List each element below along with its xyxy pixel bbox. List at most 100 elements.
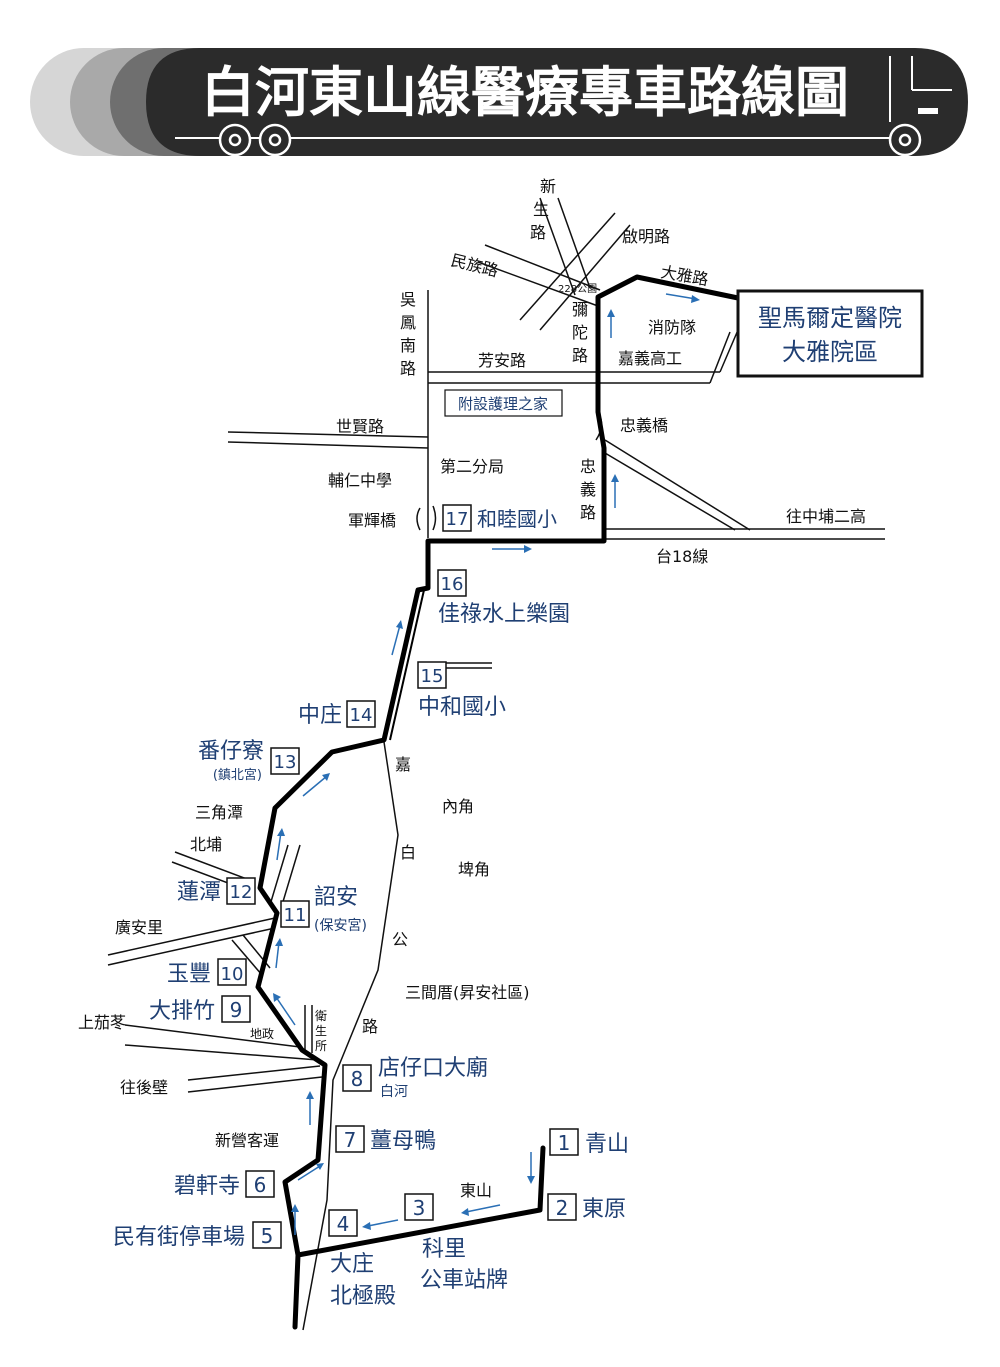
stop-subname: 白河 bbox=[380, 1084, 408, 1100]
road-wufeng-3: 南 bbox=[400, 336, 416, 355]
stop-number: 13 bbox=[274, 752, 297, 773]
stop-name: 中庄 bbox=[298, 703, 342, 728]
road-wufeng-2: 鳳 bbox=[400, 313, 416, 332]
arrow-icon bbox=[276, 828, 285, 861]
place-sanjiancuo: 三間厝(昇安社區) bbox=[405, 983, 530, 1002]
stop-13: 13 番仔寮 (鎮北宮) bbox=[198, 739, 300, 783]
road-mituo-2: 陀 bbox=[572, 323, 588, 342]
stop-number: 7 bbox=[344, 1128, 357, 1152]
to-zhongpu: 往中埔二高 bbox=[786, 507, 866, 526]
road-mituo-1: 彌 bbox=[572, 300, 588, 319]
road-tai18: 台18線 bbox=[656, 547, 708, 566]
stop-name: 東原 bbox=[582, 1197, 626, 1222]
stop-8: 8 店仔口大廟 白河 bbox=[342, 1056, 488, 1100]
stop-number: 1 bbox=[558, 1131, 571, 1155]
road-minzu: 民族路 bbox=[449, 250, 500, 280]
direction-arrows bbox=[273, 293, 700, 1235]
stop-3: 3 bbox=[404, 1193, 434, 1221]
arrow-icon bbox=[297, 1163, 324, 1181]
stop-number: 4 bbox=[337, 1212, 350, 1236]
road-xinsheng-2: 生 bbox=[533, 200, 549, 219]
stop-number: 9 bbox=[230, 998, 243, 1022]
road-wufeng-4: 路 bbox=[400, 359, 416, 378]
stop-12: 12 蓮潭 bbox=[177, 877, 256, 905]
stop-1: 1 青山 bbox=[549, 1128, 629, 1157]
to-houbi: 往後壁 bbox=[120, 1078, 168, 1097]
beijidian-label: 北極殿 bbox=[330, 1284, 396, 1309]
stop-name: 番仔寮 bbox=[198, 739, 264, 764]
place-bijiao: 埤角 bbox=[458, 860, 490, 879]
dazhuang-label: 大庄 bbox=[330, 1252, 374, 1277]
health-station-1: 衛 bbox=[315, 1009, 327, 1023]
stop-number: 11 bbox=[284, 905, 307, 926]
stop-2: 2 東原 bbox=[547, 1193, 626, 1222]
stop-number: 12 bbox=[230, 882, 253, 903]
stop-10: 10 玉豐 bbox=[167, 958, 247, 987]
arrow-icon bbox=[665, 293, 700, 303]
arrow-icon bbox=[273, 993, 296, 1026]
road-qiming: 啟明路 bbox=[622, 227, 670, 246]
road-wufeng-1: 吳 bbox=[400, 290, 416, 309]
road-xinsheng-1: 新 bbox=[540, 177, 556, 196]
zhongyi-bridge: 忠義橋 bbox=[620, 416, 668, 435]
title-banner: 白河東山線醫療專車路線圖 bbox=[30, 48, 968, 157]
place-sanjiaotan: 三角潭 bbox=[195, 803, 243, 822]
park-228: 228公園 bbox=[558, 283, 597, 295]
stop-number: 6 bbox=[254, 1173, 267, 1197]
wheel-icon bbox=[888, 123, 922, 157]
stop-17: 17 和睦國小 bbox=[442, 504, 557, 532]
nursing-home-label: 附設護理之家 bbox=[458, 395, 548, 413]
road-zhongyi-3: 路 bbox=[580, 503, 596, 522]
jiayi-vocational: 嘉義高工 bbox=[618, 349, 682, 368]
arrow-icon bbox=[291, 1204, 299, 1235]
stop-number: 14 bbox=[350, 705, 373, 726]
road-jiabai-4: 路 bbox=[362, 1017, 378, 1036]
road-jiabai-3: 公 bbox=[392, 930, 408, 949]
arrow-icon bbox=[527, 1152, 535, 1184]
health-station-2: 生 bbox=[315, 1024, 327, 1038]
second-branch: 第二分局 bbox=[440, 457, 504, 476]
extra-stop-labels: 科里 公車站牌 大庄 北極殿 bbox=[330, 1237, 508, 1309]
place-shangjialao: 上茄苳 bbox=[78, 1013, 126, 1032]
stop-number: 5 bbox=[261, 1224, 274, 1248]
stop-11: 11 詔安 (保安宮) bbox=[280, 885, 367, 934]
place-dongshan: 東山 bbox=[460, 1181, 492, 1200]
banner-body bbox=[146, 48, 968, 156]
stop-number: 15 bbox=[421, 666, 444, 687]
stop-name: 中和國小 bbox=[418, 695, 506, 720]
stop-6: 6 碧軒寺 bbox=[174, 1170, 275, 1199]
bus-route bbox=[255, 274, 741, 1330]
arrow-icon bbox=[306, 1091, 314, 1125]
arrow-icon bbox=[607, 309, 615, 338]
stop-name: 大排竹 bbox=[149, 999, 215, 1024]
place-dizheng: 地政 bbox=[250, 1027, 274, 1041]
stop-7: 7 薑母鴨 bbox=[335, 1125, 436, 1154]
stop-5: 5 民有街停車場 bbox=[113, 1221, 282, 1250]
stop-9: 9 大排竹 bbox=[149, 995, 251, 1024]
city-roads bbox=[227, 197, 885, 540]
stop-name: 民有街停車場 bbox=[113, 1225, 245, 1250]
stop-name: 薑母鴨 bbox=[370, 1129, 436, 1154]
xinying-bus: 新營客運 bbox=[215, 1131, 279, 1150]
stop-name: 青山 bbox=[585, 1132, 629, 1157]
road-xinsheng-3: 路 bbox=[530, 223, 546, 242]
arrow-icon bbox=[391, 620, 403, 656]
hospital-destination: 聖馬爾定醫院 大雅院區 bbox=[736, 289, 924, 378]
stop-number: 3 bbox=[413, 1196, 426, 1220]
stop-number: 17 bbox=[446, 509, 469, 530]
page-title: 白河東山線醫療專車路線圖 bbox=[201, 61, 849, 124]
stop-number: 2 bbox=[556, 1196, 569, 1220]
arrow-icon bbox=[275, 938, 283, 969]
arrow-icon bbox=[302, 773, 330, 797]
stop-name: 蓮潭 bbox=[177, 880, 221, 905]
stop-name: 佳祿水上樂園 bbox=[438, 602, 570, 627]
south-roads bbox=[107, 662, 492, 1331]
stop-name: 和睦國小 bbox=[477, 507, 557, 531]
stop-number: 8 bbox=[351, 1067, 364, 1091]
arrow-icon bbox=[461, 1204, 501, 1216]
wheel-icon bbox=[218, 123, 252, 157]
nursing-home: 附設護理之家 bbox=[444, 389, 563, 417]
stop-number: 10 bbox=[221, 964, 244, 985]
stops: 1 青山 2 東原 3 4 5 民有街停車場 6 碧軒寺 bbox=[113, 504, 629, 1250]
health-station-3: 所 bbox=[315, 1039, 327, 1053]
